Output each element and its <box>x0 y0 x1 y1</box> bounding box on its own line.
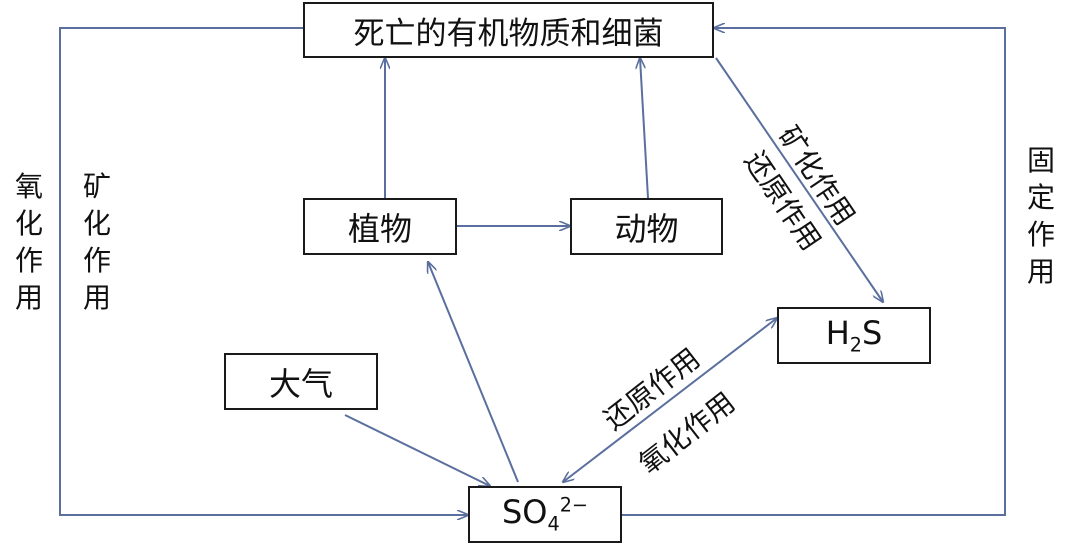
char: 定 <box>1026 181 1055 214</box>
node-atmosphere: 大气 <box>224 353 378 410</box>
label-right-fixation: 固 定 作 用 <box>1024 142 1058 290</box>
char: 用 <box>82 281 111 314</box>
node-sulfate: SO42− <box>468 486 622 543</box>
char: 作 <box>1026 218 1055 251</box>
node-plants-label: 植物 <box>347 209 412 248</box>
sulfate-subscript: 4 <box>547 512 560 536</box>
sulfate-base: SO <box>501 493 548 532</box>
arrow-animal-to-dead <box>640 58 649 199</box>
char: 用 <box>14 281 43 314</box>
arrow-sulfate-h2s <box>563 318 777 482</box>
arrow-right-loop <box>622 28 1006 516</box>
char: 用 <box>1026 255 1055 288</box>
label-left-oxidation: 氧 化 作 用 <box>12 168 46 316</box>
char: 化 <box>14 207 43 240</box>
node-animals-label: 动物 <box>614 209 679 248</box>
char: 化 <box>82 207 111 240</box>
node-animals: 动物 <box>570 198 723 255</box>
arrow-left-loop <box>59 27 468 515</box>
arrow-sulfate-to-plant <box>428 262 519 483</box>
node-dead-matter: 死亡的有机物质和细菌 <box>303 2 714 58</box>
node-dead-matter-label: 死亡的有机物质和细菌 <box>353 15 664 52</box>
char: 作 <box>82 244 111 277</box>
node-atmosphere-label: 大气 <box>268 364 333 403</box>
h2s-subscript: 2 <box>849 333 862 357</box>
arrow-atmosphere-to-sulfate <box>344 414 490 486</box>
h2s-s: S <box>861 314 883 353</box>
sulfate-charge: 2− <box>559 493 588 517</box>
label-left-mineralization: 矿 化 作 用 <box>80 168 114 316</box>
h2s-h: H <box>825 314 850 353</box>
char: 固 <box>1026 144 1055 177</box>
char: 矿 <box>82 170 111 203</box>
char: 氧 <box>14 170 43 203</box>
node-h2s: H2S <box>777 307 931 364</box>
node-plants: 植物 <box>303 198 457 255</box>
node-h2s-label: H2S <box>826 314 883 356</box>
node-sulfate-label: SO42− <box>502 493 588 535</box>
arrow-dead-to-h2s <box>715 57 883 302</box>
char: 作 <box>14 244 43 277</box>
